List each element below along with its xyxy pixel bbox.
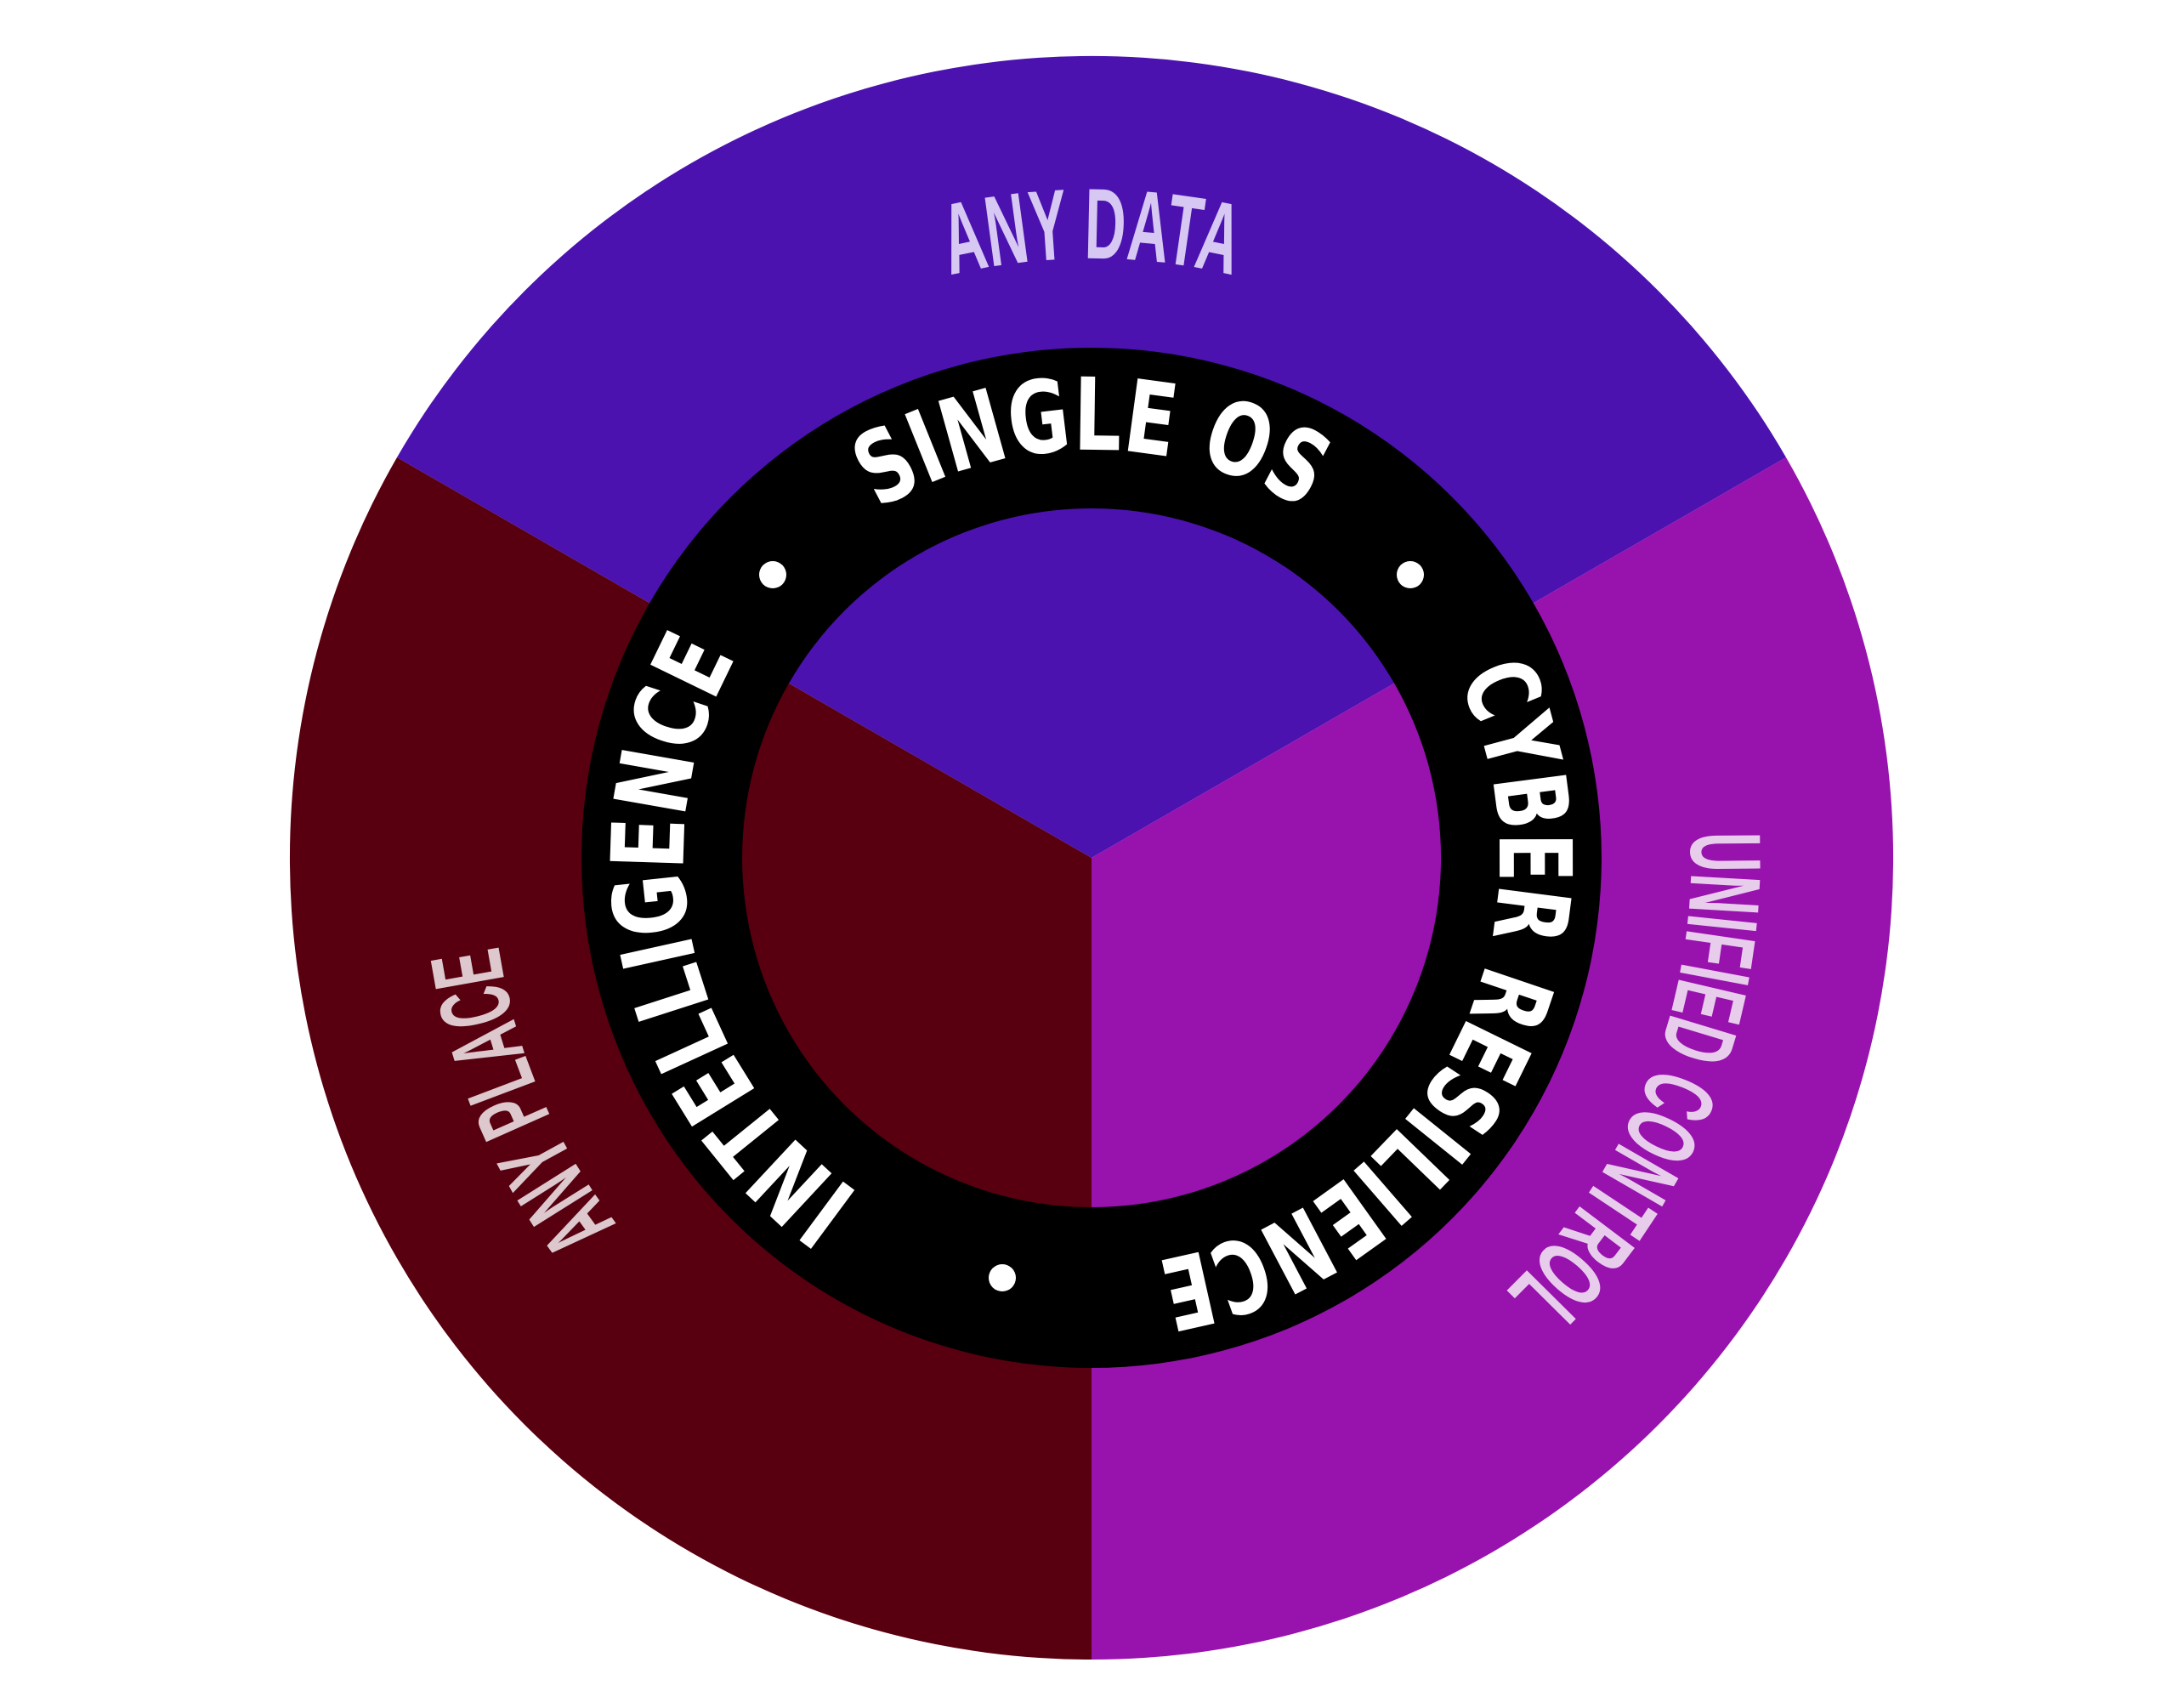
separator-dot bbox=[1397, 561, 1424, 588]
separator-dot bbox=[989, 1264, 1016, 1291]
separator-dot bbox=[759, 561, 786, 588]
label-any-data: ANY DATA bbox=[932, 168, 1251, 297]
core-ring bbox=[581, 348, 1602, 1368]
